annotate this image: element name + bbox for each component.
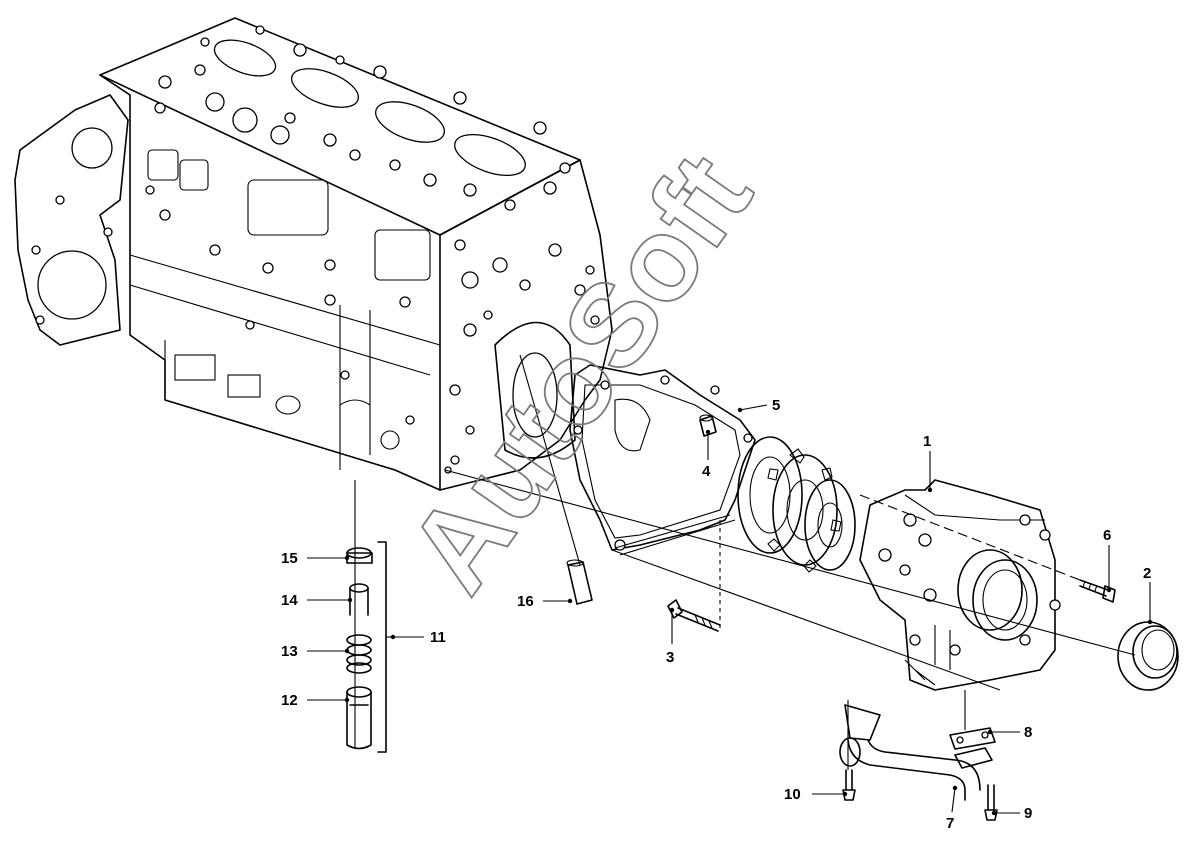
callout-2: 2	[1143, 565, 1151, 582]
bolt-16	[566, 559, 593, 605]
screw-3	[667, 599, 721, 632]
callout-4: 4	[702, 463, 711, 480]
screw-6	[1079, 579, 1116, 603]
suction-pipe	[839, 704, 993, 801]
pipe-gasket	[949, 727, 996, 750]
engine-block	[14, 17, 613, 491]
callout-14: 14	[281, 592, 298, 609]
callout-10: 10	[784, 786, 801, 803]
callout-7: 7	[946, 815, 954, 832]
callout-12: 12	[281, 692, 298, 709]
callout-16: 16	[517, 593, 534, 610]
pump-gears	[737, 436, 856, 573]
callout-8: 8	[1024, 724, 1032, 741]
callout-1: 1	[923, 433, 931, 450]
watermark-text: AutoSoft	[383, 131, 777, 615]
callout-5: 5	[772, 397, 780, 414]
oil-pump-housing	[859, 479, 1061, 691]
valve-stack	[346, 541, 393, 753]
callout-11: 11	[430, 629, 446, 646]
callout-9: 9	[1024, 805, 1032, 822]
callout-6: 6	[1103, 527, 1111, 544]
callout-15: 15	[281, 550, 298, 567]
callout-labels: 1 2 3 4 5 6 7 8 9 10 11 12 13 14 15 16	[281, 397, 1151, 832]
callout-leaders	[307, 404, 1153, 816]
callout-3: 3	[666, 649, 674, 666]
dowel-4	[699, 414, 717, 437]
screw-9	[984, 784, 998, 821]
assembly-lines	[354, 354, 1136, 770]
seal-ring	[1117, 621, 1179, 691]
screw-10	[842, 769, 856, 801]
callout-13: 13	[281, 643, 298, 660]
